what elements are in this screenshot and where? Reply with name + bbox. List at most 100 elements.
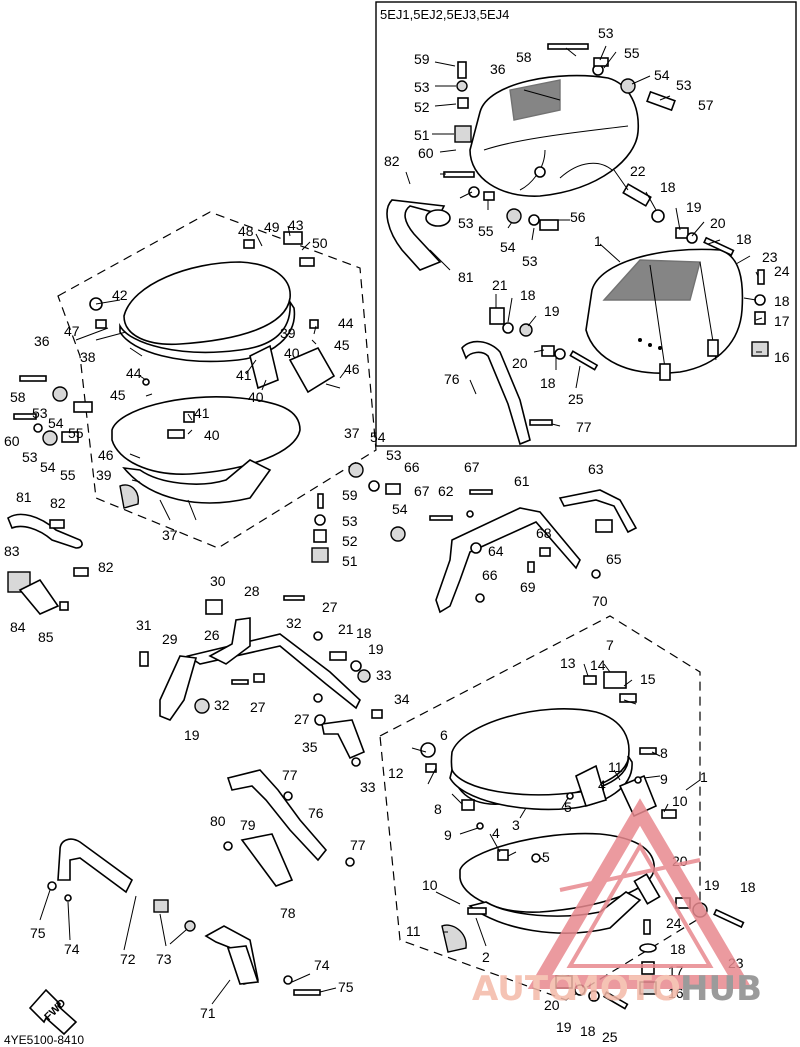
bracket-81 xyxy=(386,199,446,271)
callout: 52 xyxy=(414,99,430,115)
callout: 24 xyxy=(774,263,790,279)
callout: 54 xyxy=(654,67,670,83)
callout: 77 xyxy=(576,419,592,435)
callout: 31 xyxy=(136,617,152,633)
callout: 18 xyxy=(520,287,536,303)
callout: 52 xyxy=(342,533,358,549)
callout: 44 xyxy=(338,315,354,331)
callout: 54 xyxy=(370,429,386,445)
callout: 36 xyxy=(34,333,50,349)
callout: 58 xyxy=(516,49,532,65)
callout: 53 xyxy=(414,79,430,95)
callout: 19 xyxy=(704,877,720,893)
callout: 43 xyxy=(288,217,304,233)
lower-left-group: 77 76 80 79 77 78 75 74 72 73 74 75 71 xyxy=(30,767,366,1021)
callout: 66 xyxy=(482,567,498,583)
callout: 10 xyxy=(422,877,438,893)
callout: 18 xyxy=(774,293,790,309)
callout: 76 xyxy=(444,371,460,387)
callout: 29 xyxy=(162,631,178,647)
callout: 21 xyxy=(492,277,508,293)
callout: 20 xyxy=(544,997,560,1013)
callout: 28 xyxy=(244,583,260,599)
callout: 75 xyxy=(30,925,46,941)
callout: 74 xyxy=(64,941,80,957)
callout: 19 xyxy=(686,199,702,215)
callout: 41 xyxy=(194,405,210,421)
right-case-group: 6 12 8 9 3 4 5 5 13 14 7 15 8 9 1 11 4 1… xyxy=(379,615,756,1045)
callout: 16 xyxy=(774,349,790,365)
callout: 83 xyxy=(4,543,20,559)
callout: 27 xyxy=(322,599,338,615)
callout: 81 xyxy=(458,269,474,285)
bracket-76 xyxy=(461,340,531,446)
callout: 1 xyxy=(594,233,602,249)
callout: 49 xyxy=(264,219,280,235)
callout: 18 xyxy=(740,879,756,895)
callout: 56 xyxy=(570,209,586,225)
callout: 82 xyxy=(384,153,400,169)
callout: 82 xyxy=(50,495,66,511)
callout: 81 xyxy=(16,489,32,505)
callout: 18 xyxy=(736,231,752,247)
callout: 75 xyxy=(338,979,354,995)
callout: 23 xyxy=(762,249,778,265)
callout: 19 xyxy=(368,641,384,657)
callout: 1 xyxy=(700,769,708,785)
callout: 70 xyxy=(592,593,608,609)
callout: 2 xyxy=(482,949,490,965)
callout: 60 xyxy=(4,433,20,449)
callout: 34 xyxy=(394,691,410,707)
callout: 51 xyxy=(342,553,358,569)
mid-bracket-group: 30 28 27 32 21 18 19 31 29 26 33 34 32 2… xyxy=(136,573,410,795)
callout: 18 xyxy=(540,375,556,391)
callout: 33 xyxy=(376,667,392,683)
callout: 45 xyxy=(334,337,350,353)
callout: 59 xyxy=(414,51,430,67)
saddlebag-main xyxy=(585,248,744,381)
callout: 25 xyxy=(602,1029,618,1045)
watermark-hub: HUB xyxy=(680,969,762,1009)
callout: 4 xyxy=(492,825,500,841)
callout: 55 xyxy=(68,425,84,441)
inset-hardware xyxy=(425,43,769,426)
callout: 69 xyxy=(520,579,536,595)
callout: 55 xyxy=(60,467,76,483)
callout: 54 xyxy=(40,459,56,475)
callout: 55 xyxy=(478,223,494,239)
callout: 20 xyxy=(512,355,528,371)
callout: 48 xyxy=(238,223,254,239)
callout: 74 xyxy=(314,957,330,973)
callout: 36 xyxy=(490,61,506,77)
left-hardware: 58 53 54 55 60 53 54 55 xyxy=(4,375,93,483)
callout: 53 xyxy=(342,513,358,529)
callout: 77 xyxy=(350,837,366,853)
callout: 33 xyxy=(360,779,376,795)
callout: 82 xyxy=(98,559,114,575)
callout: 46 xyxy=(98,447,114,463)
callout: 32 xyxy=(214,697,230,713)
callout: 53 xyxy=(386,447,402,463)
callout: 79 xyxy=(240,817,256,833)
callout: 53 xyxy=(22,449,38,465)
watermark-moto: MOTO xyxy=(566,969,681,1009)
left-bracket-81: 81 82 83 82 84 85 xyxy=(4,489,114,645)
callout: 37 xyxy=(162,527,178,543)
callout: 58 xyxy=(10,389,26,405)
callout: 78 xyxy=(280,905,296,921)
drawing-code: 4YE5100-8410 xyxy=(4,1033,84,1047)
callout: 39 xyxy=(96,467,112,483)
callout: 53 xyxy=(676,77,692,93)
callout: 67 xyxy=(464,459,480,475)
callout: 62 xyxy=(438,483,454,499)
callout: 45 xyxy=(110,387,126,403)
callout: 47 xyxy=(64,323,80,339)
callout: 63 xyxy=(588,461,604,477)
callout: 24 xyxy=(666,915,682,931)
callout: 27 xyxy=(250,699,266,715)
inset-leaders xyxy=(405,45,763,427)
saddlebag-top-case xyxy=(469,74,640,197)
callout: 35 xyxy=(302,739,318,755)
callout: 11 xyxy=(608,759,623,775)
